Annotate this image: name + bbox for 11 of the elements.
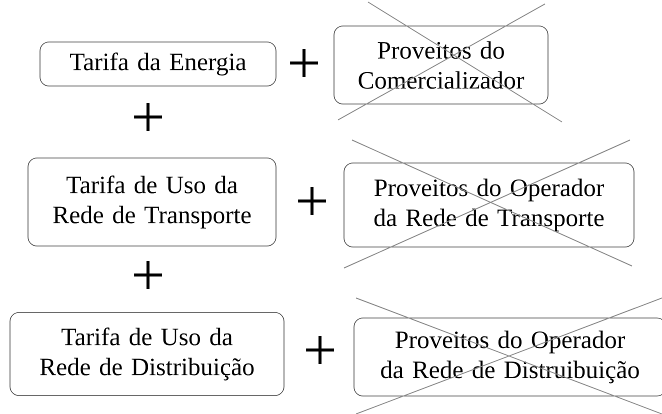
- tariff-box: Tarifa de Uso da Rede de Transporte: [28, 158, 276, 246]
- tariff-box: Proveitos do Operador da Rede de Distruibuição: [354, 318, 662, 396]
- plus-sign: +: [298, 187, 326, 215]
- plus-sign: +: [134, 103, 162, 131]
- tariff-box: Proveitos do Comercializador: [334, 26, 548, 104]
- tariff-box: Tarifa da Energia: [40, 42, 276, 86]
- tariff-box: Proveitos do Operador da Rede de Transporte: [344, 162, 634, 248]
- plus-sign: +: [306, 336, 334, 364]
- tariff-box: Tarifa de Uso da Rede de Distribuição: [10, 312, 284, 396]
- plus-sign: +: [290, 49, 318, 77]
- plus-sign: +: [134, 261, 162, 289]
